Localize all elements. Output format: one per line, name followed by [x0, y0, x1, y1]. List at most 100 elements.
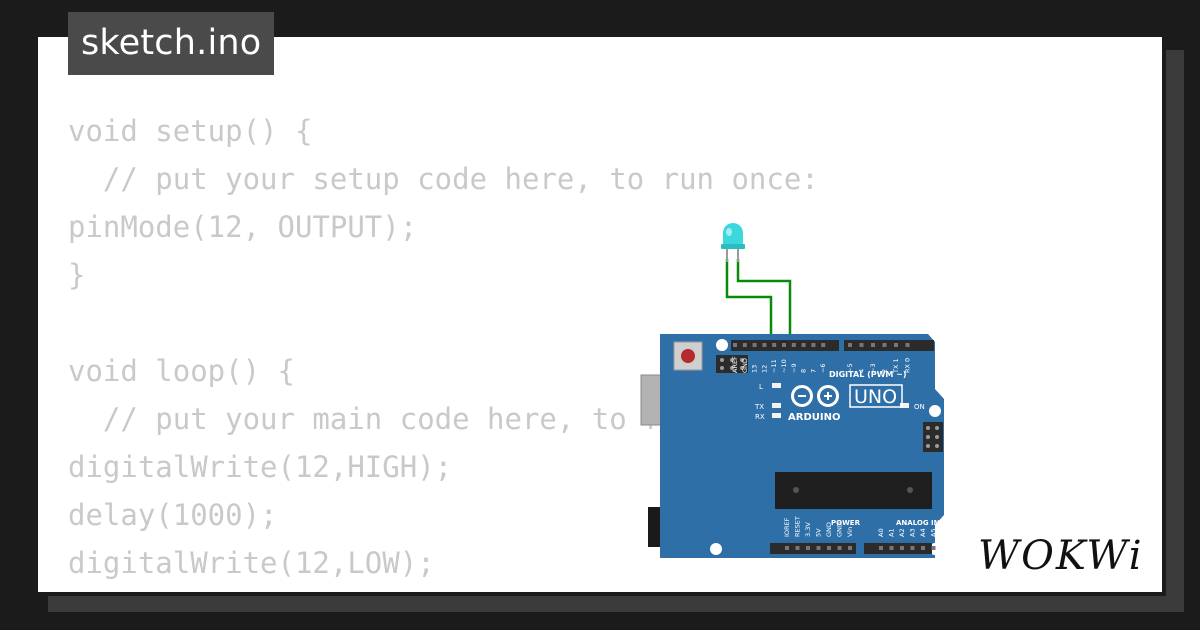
chip-marker: [907, 487, 913, 493]
wire-pin12: [736, 259, 792, 341]
wire-gnd: [725, 259, 773, 341]
digital-pin-pin: [859, 343, 864, 347]
digital-pin-pin: [762, 343, 767, 347]
digital-pin-pin: [791, 343, 796, 347]
power-pin-label: Vin: [846, 527, 854, 537]
power-pin-pin: [795, 546, 800, 550]
microcontroller-chip: [775, 472, 932, 509]
power-pin-label: 3.3V: [804, 522, 812, 537]
chip-marker: [793, 487, 799, 493]
digital-pin-label: ~10: [780, 359, 788, 373]
code-line: digitalWrite(12,HIGH);: [68, 450, 453, 484]
mount-hole: [710, 543, 722, 555]
digital-pin-label: ~5: [846, 363, 854, 373]
power-pin-label: GND: [836, 522, 844, 537]
icsp-right-pins: [926, 426, 939, 448]
code-line: pinMode(12, OUTPUT);: [68, 210, 418, 244]
digital-pin-pin: [882, 343, 887, 347]
power-header: [770, 543, 856, 554]
arduino-logo-symbols: [798, 392, 832, 400]
digital-pin-pin: [801, 343, 806, 347]
analog-pin-pin: [879, 546, 883, 550]
analog-pin-label: A5: [930, 528, 938, 537]
arduino-logo-icon: [791, 385, 839, 407]
analog-header-label: ANALOG IN: [896, 519, 940, 527]
code-line: void setup() {: [68, 114, 313, 148]
analog-pin-pin: [921, 546, 925, 550]
mount-hole: [929, 405, 941, 417]
digital-pin-pin: [821, 343, 826, 347]
code-line: delay(1000);: [68, 587, 906, 592]
digital-pin-pin: [848, 343, 852, 347]
preview-card: void setup() { // put your setup code he…: [34, 33, 1166, 596]
board-model-text: UNO: [854, 386, 897, 408]
digital-pin-pin: [811, 343, 816, 347]
led[interactable]: [721, 223, 745, 262]
digital-pin-label: 2: [881, 369, 889, 373]
digital-pin-label: GND: [741, 358, 749, 373]
analog-header: [864, 543, 932, 554]
mount-hole: [716, 339, 728, 351]
board-brand-text: ARDUINO: [788, 412, 840, 423]
svg-text:RX: RX: [755, 413, 765, 421]
status-leds: L TX RX ON: [754, 383, 925, 421]
digital-pin-label: 13: [751, 365, 759, 373]
digital-pin-label: 12: [760, 365, 768, 373]
analog-pin-pin: [889, 546, 894, 550]
reset-button-cap[interactable]: [681, 349, 695, 363]
digital-pin-pin: [894, 343, 898, 347]
digital-pin-label: 4: [858, 369, 866, 373]
digital-pin-label: RX 0: [904, 358, 912, 373]
code-line: digitalWrite(12,LOW);: [68, 546, 435, 580]
power-pin-label: 5V: [815, 528, 823, 537]
analog-pin-label: A3: [909, 528, 917, 537]
digital-pin-pin: [905, 343, 910, 347]
analog-pin-pin: [931, 546, 936, 550]
digital-pin-pin: [742, 343, 747, 347]
digital-pin-pin: [752, 343, 757, 347]
digital-pin-pin: [871, 343, 875, 347]
digital-pin-label: ~11: [770, 359, 778, 373]
svg-text:L: L: [759, 383, 763, 391]
power-pin-pin: [848, 546, 852, 550]
digital-header-right: [844, 340, 934, 351]
power-pin-pin: [785, 546, 789, 550]
power-pin-label: GND: [825, 522, 833, 537]
analog-pin-label: A2: [898, 528, 906, 537]
svg-text:TX: TX: [754, 403, 764, 411]
power-pin-pin: [837, 546, 842, 550]
power-pin-label: RESET: [794, 516, 802, 537]
power-pin-label: IOREF: [783, 517, 791, 537]
code-line: }: [68, 258, 86, 292]
analog-pin-pin: [900, 546, 904, 550]
icsp-pins: [720, 358, 744, 370]
power-pin-pin: [816, 546, 821, 550]
digital-pin-label: ~9: [790, 363, 798, 373]
digital-header-label: DIGITAL (PWM ~): [829, 370, 907, 379]
file-title: sketch.ino: [68, 12, 275, 75]
digital-pin-label: TX 1: [892, 358, 900, 374]
power-header-label: POWER: [831, 519, 861, 527]
digital-pin-label: 8: [800, 369, 808, 373]
analog-pin-label: A0: [877, 528, 885, 537]
code-line: void loop() {: [68, 354, 295, 388]
led-body: [723, 223, 743, 247]
icsp-header: [716, 355, 748, 373]
uno-frame: [849, 384, 903, 408]
analog-pin-label: A4: [919, 528, 927, 537]
led-rim: [721, 244, 745, 249]
svg-text:ON: ON: [914, 403, 925, 411]
digital-pin-label: 7: [809, 369, 817, 373]
analog-pin-pin: [910, 546, 915, 550]
digital-pin-pin: [782, 343, 786, 347]
analog-pin-label: A1: [888, 528, 896, 537]
power-pin-pin: [827, 546, 831, 550]
digital-pin-label: AREF: [731, 356, 739, 373]
led-highlight: [726, 228, 732, 236]
wokwi-logo: WOKWi: [978, 533, 1142, 579]
code-line: // put your setup code here, to run once…: [68, 162, 819, 196]
wires: [725, 259, 792, 341]
